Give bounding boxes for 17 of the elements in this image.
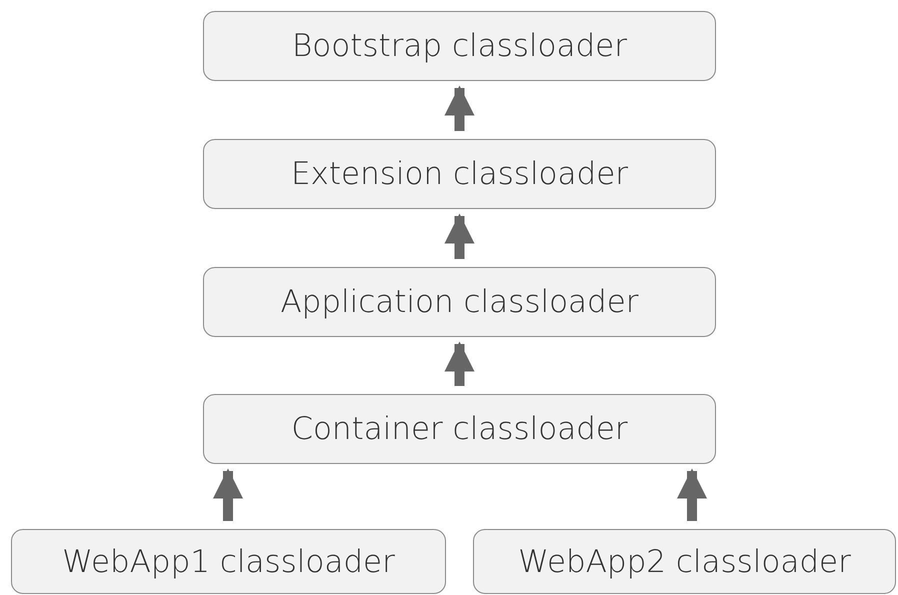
box-label: WebApp2 classloader [518,544,851,580]
classloader-box [203,139,716,209]
arrow [677,468,707,521]
box-label: Container classloader [291,411,628,447]
arrow [213,468,243,521]
classloader-box [11,529,446,594]
arrow [444,86,474,131]
box-label: Bootstrap classloader [292,28,627,64]
box-label: WebApp1 classloader [62,544,395,580]
box-label: Application classloader [280,284,639,320]
arrow [444,342,474,386]
classloader-box [203,394,716,464]
classloader-box [203,267,716,337]
classloader-box [473,529,896,594]
classloader-box [203,11,716,81]
arrow [444,214,474,259]
box-label: Extension classloader [290,156,628,192]
